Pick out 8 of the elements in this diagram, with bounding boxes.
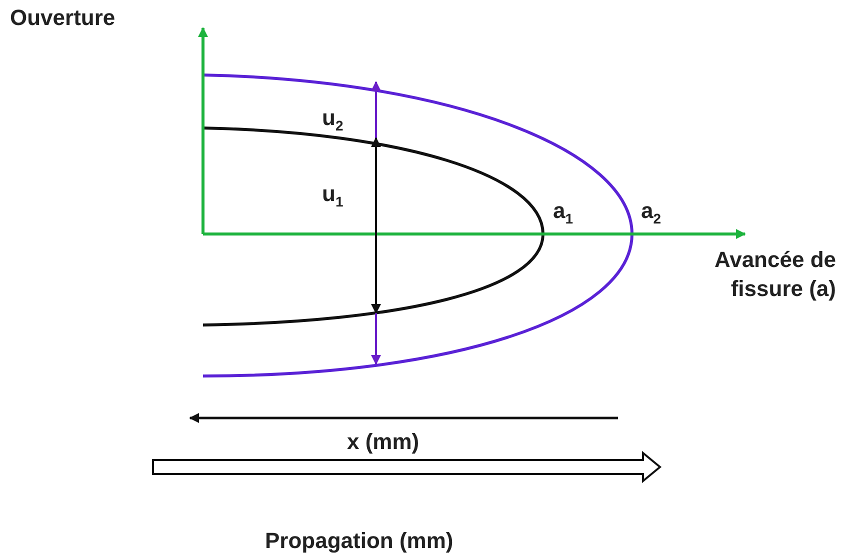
axis-label: Propagation (mm) [265, 527, 454, 555]
axis-label: Ouverture [10, 4, 116, 32]
dimension-label: u$_{2}$ [322, 104, 344, 135]
axis-label: Avancée de fissure (a) [714, 246, 836, 303]
point-label: a$_{1}$ [553, 197, 574, 228]
axis-label: x (mm) [347, 428, 420, 456]
dimension-label: u$_{1}$ [322, 180, 344, 211]
point-label: a$_{2}$ [641, 197, 662, 228]
